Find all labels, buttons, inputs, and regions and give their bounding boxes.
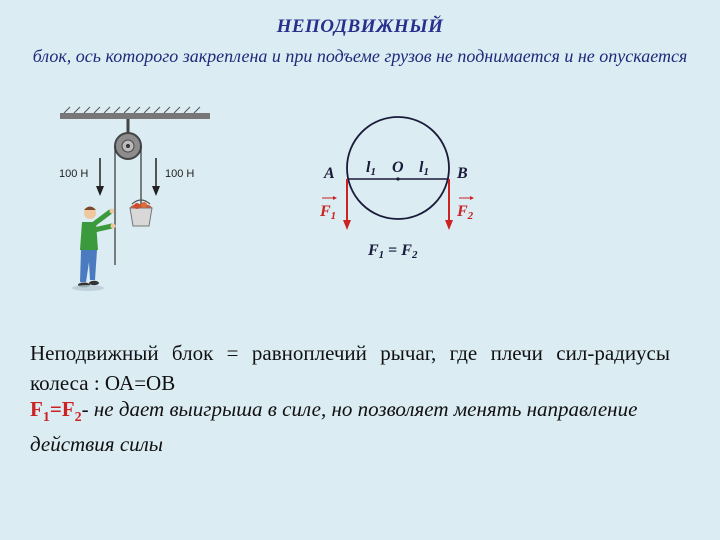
equation-eq: =	[384, 242, 401, 259]
formula-sub1: 1	[42, 410, 50, 426]
equation-F2-sub: 2	[411, 249, 418, 261]
pulley-illustration: 100 Н 100 Н	[59, 106, 210, 291]
label-A: A	[323, 165, 335, 182]
svg-text:F2: F2	[456, 203, 474, 222]
formula-eq: =F	[49, 397, 75, 421]
label-F1-sub: 1	[331, 210, 337, 222]
wheel-circle	[346, 116, 450, 220]
paragraph-conclusion: F1=F2- не дает выигрыша в силе, но позво…	[30, 396, 670, 458]
equation-F1-sub: 1	[379, 249, 385, 261]
label-l-left-sub: 1	[370, 166, 376, 178]
force-left-label: 100 Н	[59, 168, 88, 180]
label-B: B	[456, 165, 468, 182]
page-subtitle: блок, ось которого закреплена и при подъ…	[32, 46, 688, 66]
lever-diagram: O l1 l1 A B F1 F2 F1 = F2	[319, 116, 474, 261]
equation-F2: F	[400, 242, 412, 259]
svg-text:F1: F1	[319, 203, 336, 222]
formula-f1-f2: F1=F2	[30, 397, 82, 425]
force-right-label: 100 Н	[165, 168, 194, 180]
conclusion-text: не дает выигрыша в силе, но позволяет ме…	[30, 397, 638, 457]
label-F2-sub: 2	[467, 210, 474, 222]
paragraph-lever: Неподвижный блок = равноплечий рычаг, гд…	[30, 341, 670, 395]
equation-F1: F	[367, 242, 379, 259]
label-l-right: l	[419, 159, 424, 176]
label-O: O	[392, 159, 404, 176]
page-title: НЕПОДВИЖНЫЙ	[276, 16, 444, 37]
person	[72, 206, 116, 291]
formula-sub2: 2	[74, 410, 82, 426]
label-F2: F	[456, 203, 468, 220]
formula-dash: -	[81, 397, 89, 421]
equation: F1 = F2	[367, 242, 418, 261]
label-F1: F	[319, 203, 331, 220]
svg-text:l1: l1	[419, 159, 429, 178]
bucket	[129, 199, 153, 227]
label-l-left: l	[366, 159, 371, 176]
label-l-right-sub: 1	[423, 166, 429, 178]
svg-text:l1: l1	[366, 159, 376, 178]
ceiling-beam	[60, 113, 210, 119]
center-point	[396, 177, 400, 181]
formula-F: F	[30, 397, 43, 421]
